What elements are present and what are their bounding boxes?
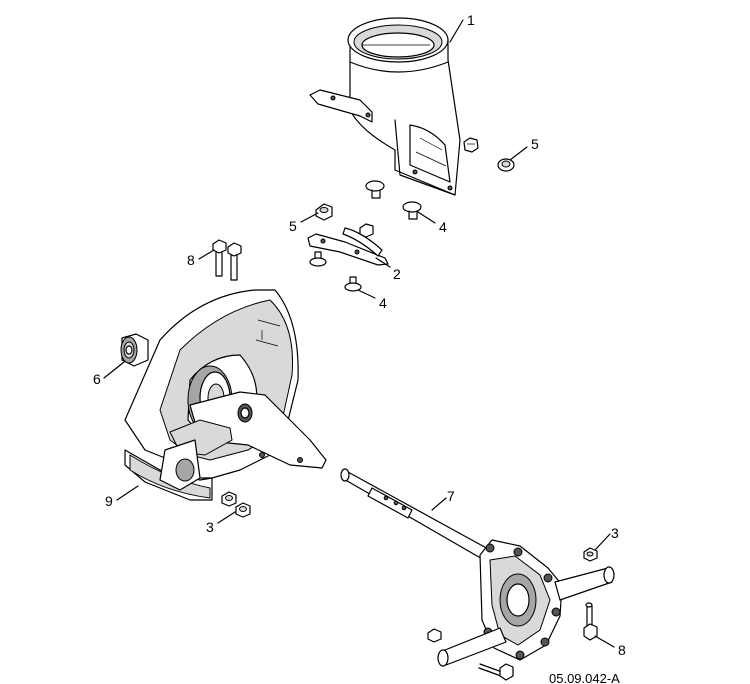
part-3-flange-nut xyxy=(235,502,251,518)
part-5-flange-nut xyxy=(315,203,333,221)
part-9-housing-side-plate xyxy=(124,289,327,501)
part-4-carriage-bolt xyxy=(402,201,422,220)
part-2-deflector-plate xyxy=(307,223,389,266)
callout-labels: 1 2 3 3 4 4 5 5 6 7 8 8 9 xyxy=(93,12,626,658)
callout-5: 5 xyxy=(531,136,539,152)
callout-9: 9 xyxy=(105,493,113,509)
leader-lines xyxy=(103,19,615,648)
part-8-hex-bolt xyxy=(212,239,227,277)
part-8-hex-bolt xyxy=(583,602,598,641)
callout-1: 1 xyxy=(467,12,475,28)
part-6-bearing xyxy=(120,333,149,367)
callout-2: 2 xyxy=(393,266,401,282)
part-8-hex-bolt xyxy=(227,242,242,281)
part-4-carriage-bolt xyxy=(365,180,385,199)
callout-5: 5 xyxy=(289,218,297,234)
drawing-id: 05.09.042-A xyxy=(549,671,620,684)
part-3-flange-nut xyxy=(583,547,598,562)
callout-7: 7 xyxy=(447,488,455,504)
part-5-flange-nut xyxy=(463,137,479,153)
part-8-hex-bolt xyxy=(478,663,514,681)
part-3-flange-nut xyxy=(221,491,237,507)
part-7-auger-shaft-gearbox xyxy=(340,468,615,667)
callout-3: 3 xyxy=(611,525,619,541)
part-4-carriage-bolt xyxy=(309,251,327,267)
part-4-carriage-bolt xyxy=(344,276,362,292)
part-5-flange-nut xyxy=(497,158,515,172)
callout-8: 8 xyxy=(618,642,626,658)
callout-4: 4 xyxy=(439,219,447,235)
callout-6: 6 xyxy=(93,371,101,387)
callout-8: 8 xyxy=(187,252,195,268)
part-3-flange-nut xyxy=(427,628,442,643)
callout-3: 3 xyxy=(206,519,214,535)
part-1-chute-elbow xyxy=(309,17,461,196)
callout-4: 4 xyxy=(379,295,387,311)
